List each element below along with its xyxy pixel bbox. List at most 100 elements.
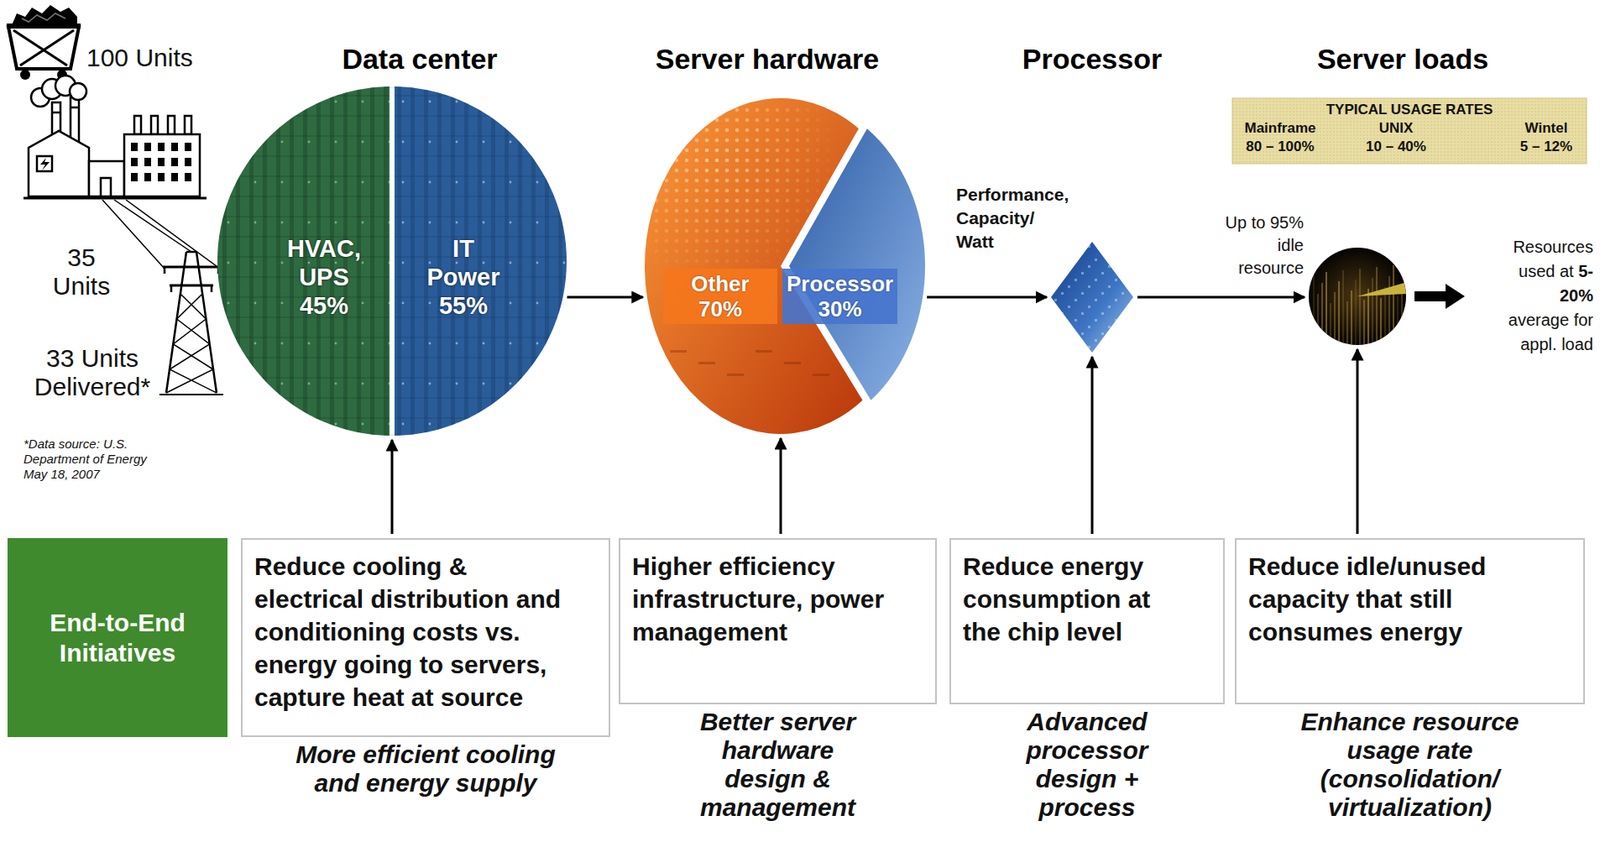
rack-shelf — [392, 175, 567, 178]
pie-dot — [795, 239, 800, 244]
pie-trace — [669, 350, 687, 353]
pie-dot — [755, 239, 760, 244]
rack-stripe — [276, 86, 281, 436]
pie-dot — [815, 178, 821, 184]
rack-shelf — [217, 215, 393, 218]
rack-led — [361, 181, 365, 184]
load-streak — [1363, 299, 1365, 346]
pie-dot — [745, 158, 750, 163]
rack-led — [227, 100, 231, 104]
pie-dot — [745, 168, 750, 173]
flow-arrow — [926, 296, 1047, 299]
rack-led — [428, 181, 432, 184]
transmission-tower-icon-part — [166, 293, 214, 393]
pie-dot — [785, 158, 790, 163]
pie-slice-label: Processor30% — [782, 268, 898, 325]
pie-dot — [684, 118, 690, 123]
power-plant-icon-part-part — [184, 172, 192, 182]
it-power-half: IT Power55% — [392, 86, 567, 436]
pie-dot — [674, 178, 680, 184]
chip-dot — [1114, 258, 1118, 262]
chip-dot — [1128, 285, 1131, 288]
rack-led — [281, 342, 284, 346]
rack-led — [509, 261, 513, 265]
load-disk — [1308, 247, 1407, 346]
rack-stripe — [370, 86, 375, 436]
table-cell: 5 – 12% — [1520, 137, 1573, 157]
rack-led — [281, 221, 284, 225]
initiative-box: Reduce energy consumption at the chip le… — [949, 538, 1225, 705]
pie-dot — [654, 178, 659, 184]
load-streak — [1350, 290, 1353, 346]
it-power-half-shape — [392, 86, 567, 436]
power-plant-icon-part-part — [171, 142, 178, 152]
load-streak — [1317, 293, 1319, 346]
pie-dot — [745, 178, 750, 184]
power-plant-icon-part — [134, 115, 142, 135]
chip-dot — [1081, 251, 1084, 255]
rack-led — [455, 141, 459, 144]
block-arrow — [1414, 283, 1465, 309]
rack-led — [361, 261, 365, 265]
load-streak — [1371, 277, 1374, 346]
pie-dot — [725, 168, 730, 173]
chip-dot — [1054, 298, 1057, 302]
pie-dot — [674, 219, 680, 224]
pie-dot — [684, 178, 690, 184]
pie-dot — [705, 198, 710, 204]
pie-dot — [674, 118, 680, 123]
pie-dot — [684, 148, 690, 153]
pie-dot — [795, 229, 800, 234]
pie-dot — [815, 188, 821, 194]
energy-units-label: 33 Units Delivered* — [20, 344, 164, 402]
pie-dot — [725, 259, 730, 264]
rack-led — [227, 141, 231, 144]
share-label: 55% — [417, 291, 510, 320]
table-title: TYPICAL USAGE RATES — [1326, 100, 1494, 120]
pie-dot — [725, 229, 730, 234]
chip-dot — [1114, 318, 1118, 322]
chip-dot — [1108, 285, 1111, 288]
pie-dot — [785, 229, 790, 234]
pie-dot — [745, 108, 750, 113]
chip-dot — [1087, 325, 1091, 329]
pie-dot — [795, 219, 800, 224]
pie-dot — [705, 269, 710, 274]
pie-dot — [684, 229, 690, 234]
coal-cart-icon-part — [13, 30, 68, 66]
load-streak — [1346, 301, 1349, 346]
pie-dot — [826, 188, 831, 194]
rack-shelf — [392, 256, 567, 258]
power-plant-icon-part-part — [171, 172, 178, 182]
pie-dot — [765, 128, 770, 133]
pie-dot — [674, 249, 680, 254]
pie-dot — [715, 229, 720, 234]
rack-led — [254, 423, 257, 426]
initiative-box: Reduce cooling & electrical distribution… — [240, 538, 611, 738]
pie-dot — [735, 269, 740, 274]
pie-texture — [654, 108, 831, 377]
initiative-caption: Better server hardware design & manageme… — [681, 707, 875, 822]
rack-led — [334, 342, 338, 346]
initiative-caption: Enhance resource usage rate (consolidati… — [1284, 707, 1537, 822]
rack-texture — [392, 86, 567, 436]
rack-led — [361, 141, 365, 144]
rack-led — [361, 100, 365, 104]
pie-trace — [698, 361, 716, 365]
chip-dot — [1121, 292, 1125, 295]
label-part: average for appl. load — [1508, 310, 1594, 354]
chip-dot — [1087, 305, 1091, 309]
pie-dot — [745, 269, 750, 274]
rack-led — [388, 221, 392, 225]
pie-dot — [715, 259, 720, 264]
load-streak — [1375, 266, 1378, 346]
pie-dot — [815, 128, 821, 133]
pie-dot — [705, 108, 710, 113]
rack-led — [482, 342, 486, 346]
rack-shelf — [217, 256, 393, 258]
chip-dot — [1081, 292, 1084, 295]
chip-dot — [1108, 245, 1111, 248]
pie-dot — [775, 239, 780, 244]
pie-dot — [755, 209, 760, 214]
rack-shelf — [392, 215, 567, 218]
